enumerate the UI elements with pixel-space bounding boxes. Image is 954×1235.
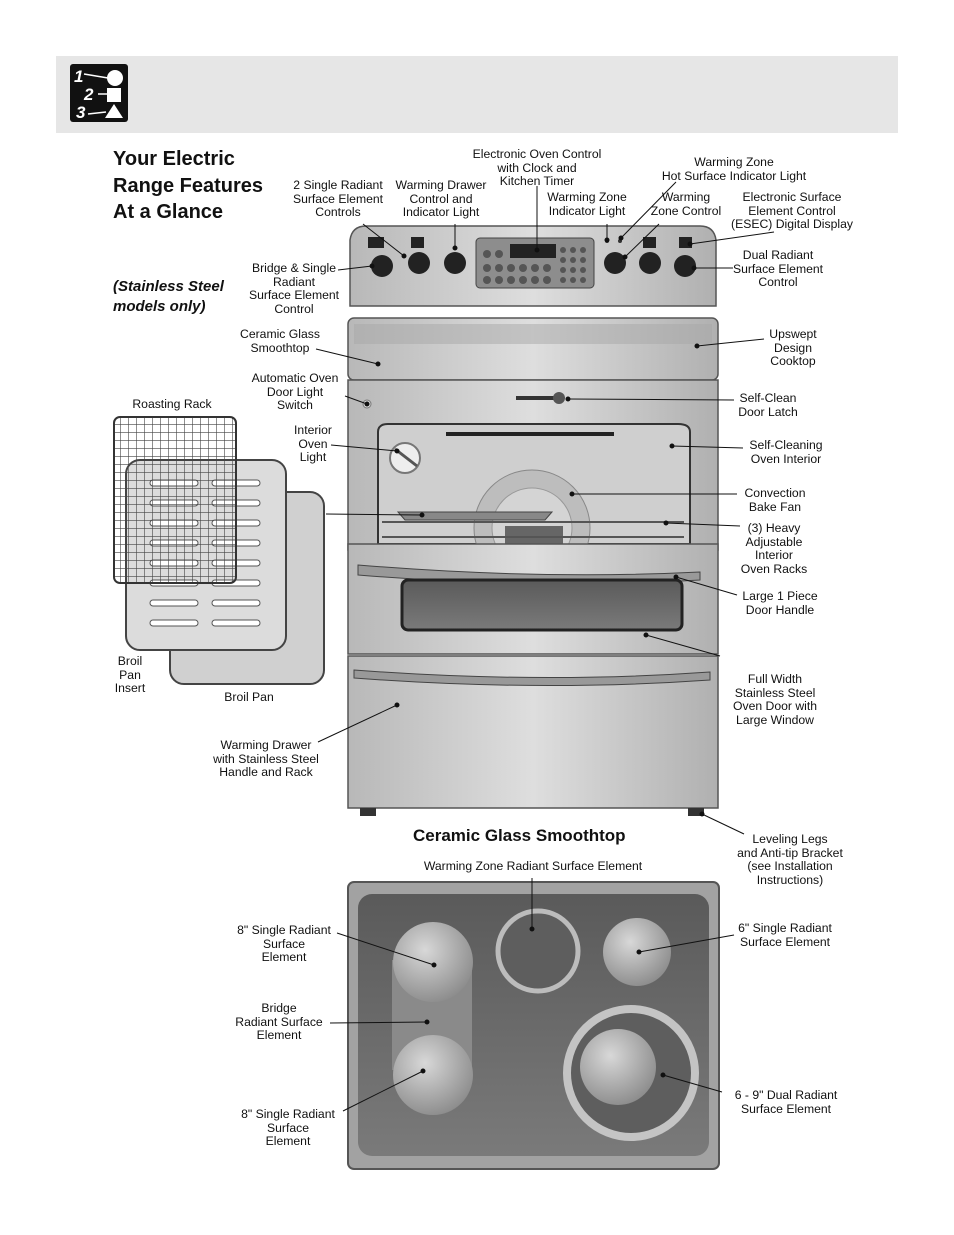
label-convection-fan: Convection Bake Fan	[744, 486, 806, 514]
control-panel	[349, 225, 717, 307]
label-door-light-switch: Automatic Oven Door Light Switch	[251, 371, 339, 413]
label-ceramic-glass: Ceramic Glass Smoothtop	[240, 327, 320, 355]
knobs	[371, 252, 696, 277]
page-subtitle: (Stainless Steel models only)	[113, 278, 224, 315]
label-bridge-element: Bridge Radiant Surface Element	[235, 1001, 323, 1043]
label-warming-drawer: Warming Drawer with Stainless Steel Hand…	[213, 738, 319, 780]
label-door-latch: Self-Clean Door Latch	[738, 391, 798, 419]
label-8in-element-top: 8" Single Radiant Surface Element	[237, 923, 331, 965]
label-bridge-single-control: Bridge & Single Radiant Surface Element …	[248, 261, 340, 316]
label-broil-pan-insert: Broil Pan Insert	[114, 654, 146, 696]
label-hot-surface-light: Warming Zone Hot Surface Indicator Light	[661, 155, 807, 183]
svg-text:3: 3	[76, 103, 86, 122]
label-single-element-controls: 2 Single Radiant Surface Element Control…	[292, 178, 384, 220]
label-interior-light: Interior Oven Light	[294, 423, 332, 465]
label-dual-control: Dual Radiant Surface Element Control	[732, 248, 824, 290]
label-wz-element: Warming Zone Radiant Surface Element	[423, 859, 643, 873]
label-6in-element: 6" Single Radiant Surface Element	[738, 921, 832, 949]
section-title: Ceramic Glass Smoothtop	[413, 826, 626, 845]
label-drawer-control: Warming Drawer Control and Indicator Lig…	[395, 178, 487, 220]
header-banner	[56, 56, 898, 133]
label-self-cleaning: Self-Cleaning Oven Interior	[749, 438, 823, 466]
label-esec-display: Electronic Surface Element Control (ESEC…	[731, 190, 853, 232]
svg-text:2: 2	[83, 85, 94, 104]
smoothtop-diagram	[347, 881, 720, 1170]
steps-123-icon: 1 2 3	[70, 64, 128, 122]
label-leveling-legs: Leveling Legs and Anti-tip Bracket (see …	[737, 832, 843, 887]
label-dual-element: 6 - 9" Dual Radiant Surface Element	[734, 1088, 838, 1116]
label-oven-racks: (3) Heavy Adjustable Interior Oven Racks	[740, 521, 808, 576]
label-8in-element-bottom: 8" Single Radiant Surface Element	[241, 1107, 335, 1149]
label-oven-control: Electronic Oven Control with Clock and K…	[472, 147, 602, 189]
label-upswept: Upswept Design Cooktop	[769, 327, 817, 369]
svg-text:1: 1	[74, 67, 83, 86]
label-oven-door: Full Width Stainless Steel Oven Door wit…	[733, 672, 817, 727]
label-wz-indicator: Warming Zone Indicator Light	[547, 190, 627, 218]
label-wz-control: Warming Zone Control	[650, 190, 722, 218]
label-broil-pan: Broil Pan	[224, 690, 274, 704]
page-title: Your Electric Range Features At a Glance	[113, 148, 264, 223]
label-door-handle: Large 1 Piece Door Handle	[742, 589, 818, 617]
label-roasting-rack: Roasting Rack	[132, 397, 212, 411]
